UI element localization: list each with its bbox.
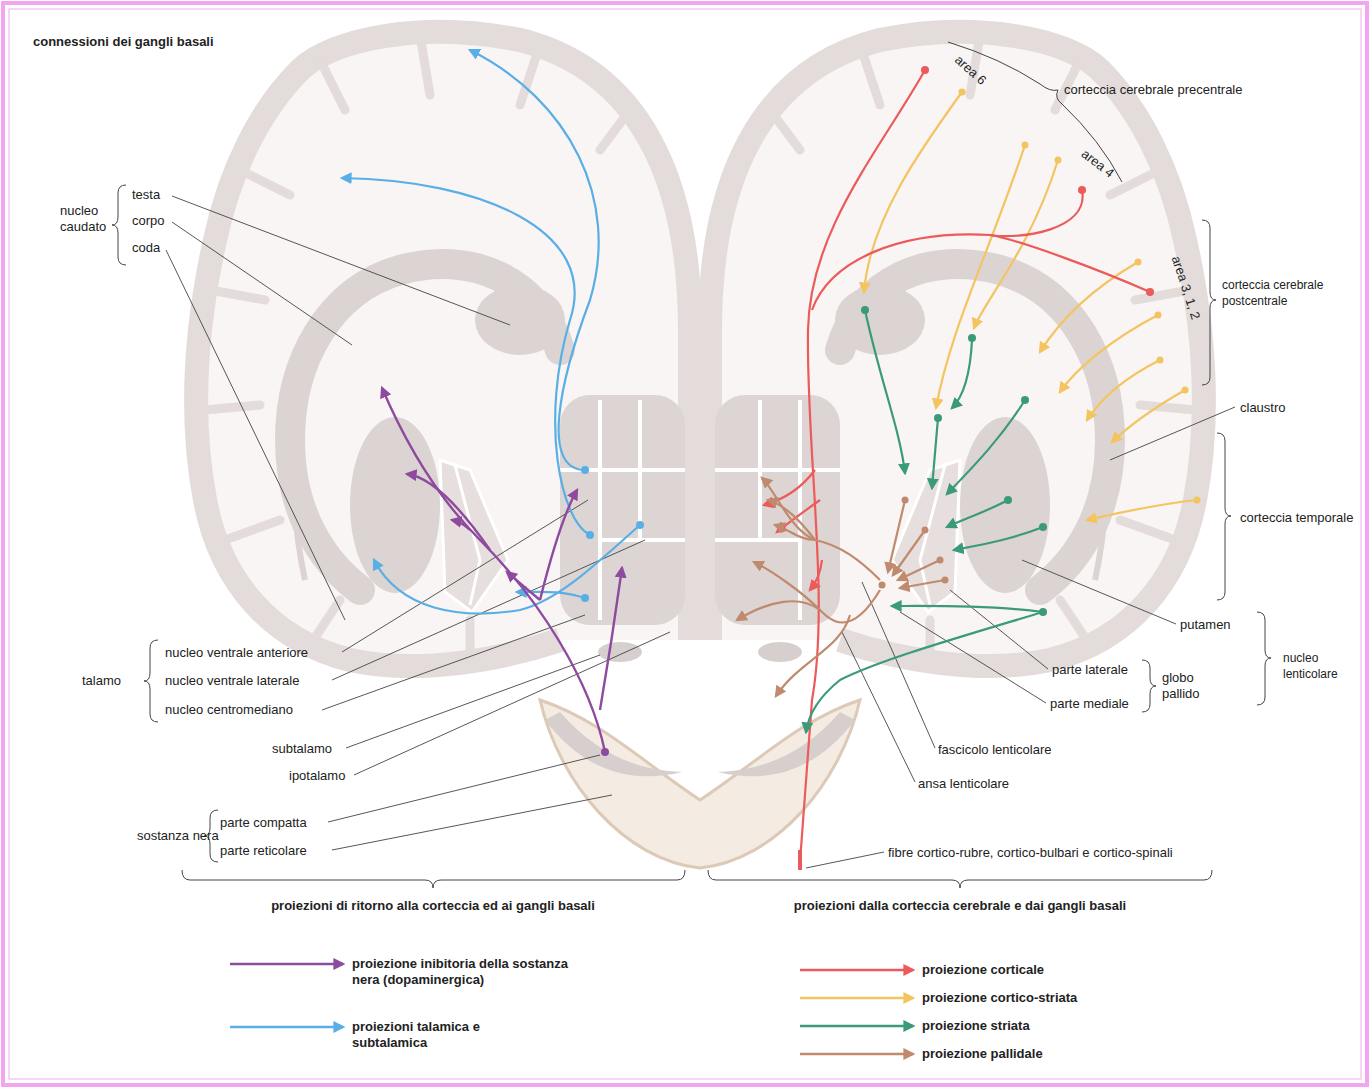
structure-label: putamen [1180, 617, 1231, 633]
structure-label: nucleo caudato [60, 203, 120, 235]
structure-label: subtalamo [272, 741, 332, 757]
structure-label: corpo [132, 213, 165, 229]
structure-label: parte compatta [220, 815, 307, 831]
structure-label: ipotalamo [289, 768, 345, 784]
structure-label: nucleo ventrale anteriore [165, 645, 308, 661]
legend-text: proiezione corticale [922, 962, 1044, 978]
legend-text: proiezioni talamica e subtalamica [352, 1019, 552, 1051]
structure-label: fibre cortico-rubre, cortico-bulbari e c… [888, 845, 1173, 861]
structure-label: talamo [82, 673, 121, 689]
structure-label: nucleo ventrale laterale [165, 673, 299, 689]
structure-label: coda [132, 240, 160, 256]
title: connessioni dei gangli basali [33, 34, 214, 50]
legend-text: proiezione cortico-striata [922, 990, 1077, 1006]
structure-label: claustro [1240, 400, 1286, 416]
legend-text: proiezione striata [922, 1018, 1030, 1034]
structure-label: corteccia cerebrale precentrale [1064, 82, 1242, 98]
structure-label: nucleo lenticolare [1283, 650, 1347, 682]
structure-label: parte laterale [1052, 662, 1128, 678]
legend-text: proiezione pallidale [922, 1046, 1043, 1062]
structure-label: parte reticolare [220, 843, 307, 859]
structure-label: parte mediale [1050, 696, 1129, 712]
structure-label: fascicolo lenticolare [938, 742, 1051, 758]
legend-text: proiezione inibitoria della sostanza ner… [352, 956, 582, 988]
structure-label: testa [132, 187, 160, 203]
structure-label: corteccia temporale [1240, 510, 1353, 526]
structure-label: proiezioni dalla corteccia cerebrale e d… [794, 898, 1126, 914]
structure-label: globo pallido [1162, 670, 1217, 702]
structure-label: ansa lenticolare [918, 776, 1009, 792]
structure-label: nucleo centromediano [165, 702, 293, 718]
structure-label: sostanza nera [137, 828, 219, 844]
structure-label: proiezioni di ritorno alla corteccia ed … [271, 898, 595, 914]
structure-label: corteccia cerebrale postcentrale [1222, 277, 1367, 309]
